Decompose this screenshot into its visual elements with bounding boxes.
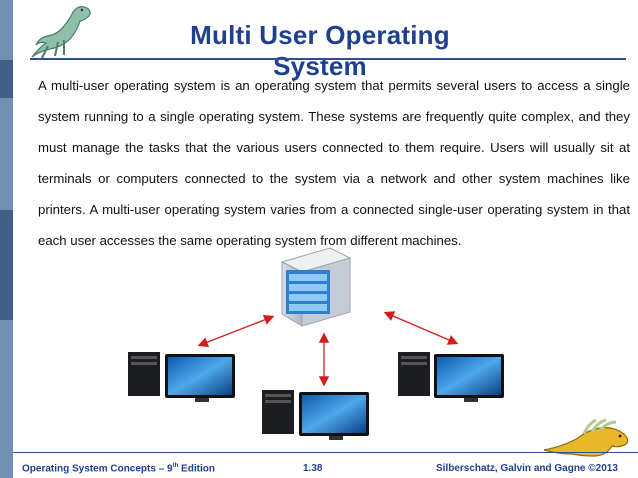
workstation-left-icon: [128, 352, 235, 402]
footer-book-title: Operating System Concepts – 9th Edition: [22, 463, 215, 475]
body-paragraph: A multi-user operating system is an oper…: [38, 78, 630, 248]
left-accent-bar: [0, 0, 13, 478]
workstation-right-icon: [398, 352, 504, 402]
slide-title: Multi User Operating System: [190, 20, 450, 81]
dinosaur-logo-icon: [31, 6, 91, 59]
workstation-center-icon: [262, 390, 369, 440]
dinosaur-mascot-icon: [543, 418, 629, 457]
left-bar-segment: [0, 210, 13, 320]
footer-copyright: Silberschatz, Galvin and Gagne ©2013: [436, 463, 618, 474]
footer-divider: [13, 452, 638, 453]
server-icon: [280, 247, 352, 327]
title-divider: [30, 58, 626, 60]
connection-arrow: [383, 311, 459, 345]
connection-arrow: [197, 314, 275, 348]
left-bar-segment: [0, 60, 13, 98]
footer-page-number: 1.38: [303, 463, 323, 474]
